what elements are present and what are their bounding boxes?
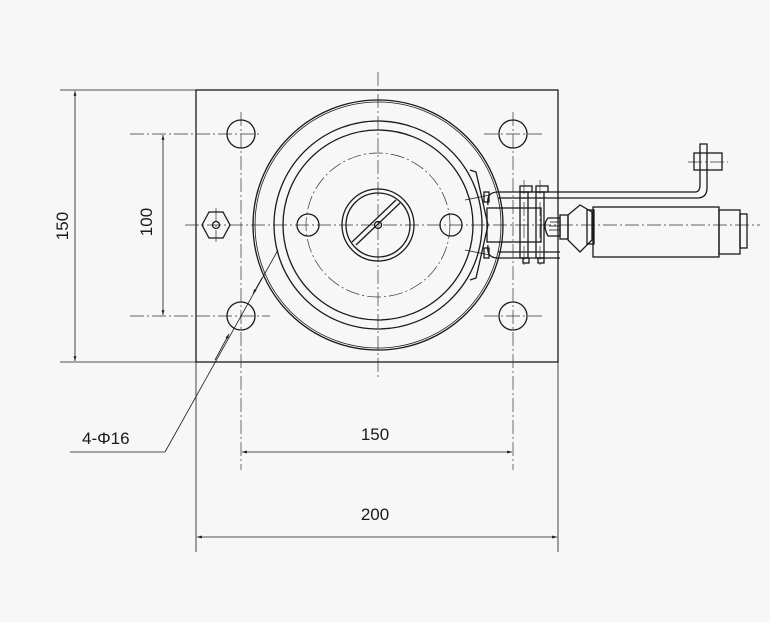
hole-spacing-vertical-label: 100 bbox=[137, 208, 156, 236]
hex-nut bbox=[201, 211, 231, 239]
centerlines bbox=[130, 72, 760, 470]
hole-spacing-horizontal-label: 150 bbox=[361, 425, 389, 444]
dimension-plate-width: 200 bbox=[195, 362, 559, 552]
plate-width-label: 200 bbox=[361, 505, 389, 524]
mounting-holes bbox=[226, 119, 528, 331]
dimension-plate-height: 150 bbox=[53, 89, 196, 363]
hole-callout-label: 4-Φ16 bbox=[82, 429, 130, 448]
dimension-hole-spacing-vertical: 100 bbox=[137, 135, 165, 316]
base-plate bbox=[195, 89, 559, 363]
tension-arm-assembly bbox=[486, 143, 748, 265]
load-cell-body bbox=[252, 99, 504, 351]
dimension-hole-spacing-horizontal: 150 bbox=[242, 425, 512, 454]
hole-callout: 4-Φ16 bbox=[70, 249, 279, 453]
plate-height-label: 150 bbox=[53, 212, 72, 240]
